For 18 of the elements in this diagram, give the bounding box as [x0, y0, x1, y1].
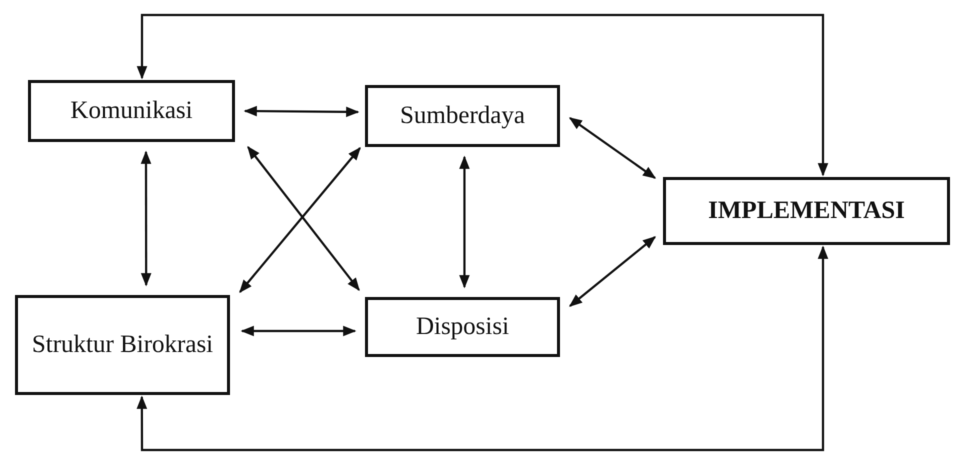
arrow — [140, 150, 152, 286]
arrow — [568, 236, 656, 307]
box-label: Komunikasi — [70, 96, 193, 126]
box — [663, 177, 950, 245]
arrow — [459, 156, 470, 288]
feedback-arrow — [136, 246, 828, 452]
box — [28, 80, 235, 142]
box — [15, 295, 230, 395]
feedback-arrow — [136, 14, 828, 176]
box — [365, 297, 560, 357]
arrow — [244, 106, 360, 118]
box-label: Struktur Birokrasi — [32, 330, 214, 360]
box-label: Disposisi — [416, 312, 510, 342]
arrow — [240, 326, 356, 336]
box-label: Sumberdaya — [400, 101, 525, 132]
box-label: IMPLEMENTASI — [708, 196, 905, 226]
box — [365, 85, 560, 147]
arrow — [568, 117, 656, 179]
